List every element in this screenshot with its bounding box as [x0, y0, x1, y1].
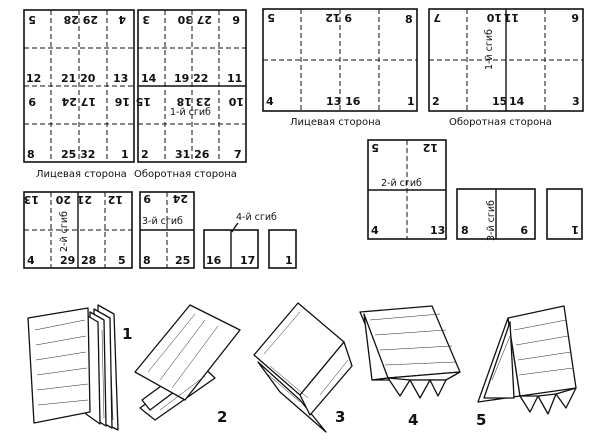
- sheet-b-inv-right: 10: [228, 95, 244, 108]
- left-step-2-b2: 25: [175, 254, 190, 267]
- sheet-d-bot-2: 15: [492, 95, 507, 108]
- figure-2-label: 2: [217, 408, 227, 426]
- left-step-1-b1: 4: [27, 254, 35, 267]
- sheet-c-bot-center: 13 16: [326, 95, 361, 108]
- left-step-2-t2: 24: [172, 192, 188, 205]
- left-step-1-t3: 21: [77, 193, 92, 206]
- left-step-3-n2: 17: [240, 254, 255, 267]
- left-step-2-b1: 8: [143, 254, 151, 267]
- sheet-c-top-right: 8: [405, 13, 413, 26]
- right-step-2-n2: 9: [520, 223, 528, 236]
- caption-right-back: Оборотная сторона: [449, 117, 552, 128]
- right-step-2-n1: 8: [461, 224, 469, 237]
- sheet-c-bot-left: 4: [266, 95, 274, 108]
- sheet-a-top-center: 29 28: [64, 13, 98, 26]
- sheet-d-back: 7 10 11 6 1-й сгиб 2 15 14 3: [428, 8, 584, 112]
- sheet-d-fold-label: 1-й сгиб: [484, 29, 495, 70]
- caption-left-front: Лицевая сторона: [36, 169, 127, 180]
- left-step-2: 9 24 3-й сгиб 8 25: [139, 191, 195, 269]
- left-step-1-b2: 29: [60, 254, 75, 267]
- sheet-b-mid-center: 19 22: [174, 72, 208, 85]
- sheet-b-inv-left: 15: [136, 95, 151, 108]
- sheet-c-front: 5 9 12 8 4 13 16 1: [262, 8, 418, 112]
- caption-left-back: Оборотная сторона: [134, 169, 237, 180]
- sheet-b-inv-center: 23 18: [177, 95, 211, 108]
- sheet-a-bot-center: 25 32: [61, 148, 95, 161]
- right-step-2-fold: 3-й сгиб: [486, 200, 497, 241]
- left-step-1-t4: 12: [108, 193, 123, 206]
- right-step-1: 5 12 2-й сгиб 4 13: [367, 139, 447, 240]
- sheet-d-top-4: 6: [571, 11, 579, 24]
- sheet-c-top-center: 9 12: [325, 11, 352, 24]
- sheet-b-back: 3 27 30 6 14 19 22 11 15 23 18 10 1-й сг…: [136, 9, 247, 163]
- sheet-c-bot-right: 1: [407, 95, 415, 108]
- sheet-b-top-right: 6: [232, 13, 240, 26]
- figure-5-label: 5: [476, 411, 486, 429]
- booklet-figure-1: 1: [27, 304, 132, 431]
- sheet-b-fold-label: 1-й сгиб: [170, 107, 211, 118]
- left-step-3-fold: 4-й сгиб: [236, 212, 277, 223]
- left-step-1: 13 20 21 12 2-й сгиб 4 29 28 5: [23, 191, 133, 269]
- sheet-a-inv-center: 17 24: [61, 95, 96, 108]
- right-step-3: 1: [546, 188, 583, 240]
- left-step-1-fold: 2-й сгиб: [59, 211, 70, 252]
- sheet-d-top-1: 7: [433, 11, 441, 24]
- sheet-d-top-2: 10: [486, 11, 502, 24]
- sheet-a-inv-left: 9: [28, 95, 36, 108]
- left-step-1-b4: 5: [118, 254, 126, 267]
- booklet-figure-4: 4: [359, 305, 461, 429]
- left-step-1-t1: 13: [24, 193, 39, 206]
- sheet-d-bot-1: 2: [432, 95, 440, 108]
- sheet-a-top-right: 4: [118, 13, 126, 26]
- sheet-b-bot-left: 2: [141, 148, 149, 161]
- right-step-3-n: 1: [571, 223, 579, 236]
- left-step-2-fold: 3-й сгиб: [142, 216, 183, 227]
- sheet-a-bot-left: 8: [27, 148, 35, 161]
- booklet-figure-5: 5: [476, 305, 577, 429]
- right-step-1-t2: 12: [423, 141, 438, 154]
- right-step-1-t1: 5: [371, 141, 379, 154]
- sheet-a-mid-right: 13: [113, 72, 128, 85]
- sheet-c-top-left: 5: [267, 11, 275, 24]
- sheet-a-front: 5 29 28 4 12 21 20 13 9 17 24 16 8 25 32…: [23, 9, 135, 163]
- figure-1-label: 1: [122, 325, 132, 343]
- sheet-a-mid-left: 12: [26, 72, 41, 85]
- sheet-a-top-left: 5: [28, 13, 36, 26]
- sheet-a-mid-center: 21 20: [61, 72, 96, 85]
- folding-figure-3: 3: [253, 302, 353, 433]
- left-step-2-t1: 9: [143, 192, 151, 205]
- sheet-b-bot-center: 31 26: [175, 148, 210, 161]
- left-step-4-n: 1: [285, 254, 293, 267]
- figure-3-label: 3: [335, 408, 345, 426]
- left-step-3-n1: 16: [206, 254, 222, 267]
- right-step-1-fold: 2-й сгиб: [381, 178, 422, 189]
- left-step-4: 1: [268, 229, 297, 269]
- right-step-2: 3-й сгиб 8 9: [456, 188, 536, 241]
- sheet-a-bot-right: 1: [121, 148, 129, 161]
- right-step-1-b1: 4: [371, 224, 379, 237]
- left-step-1-b3: 28: [81, 254, 96, 267]
- sheet-a-inv-right: 16: [114, 95, 130, 108]
- sheet-b-top-center: 27 30: [177, 13, 212, 26]
- left-step-3: 4-й сгиб 16 17: [203, 212, 277, 269]
- sheet-b-mid-right: 11: [227, 72, 242, 85]
- sheet-d-bot-3: 14: [509, 95, 525, 108]
- sheet-d-top-3: 11: [504, 11, 519, 24]
- caption-right-front: Лицевая сторона: [290, 117, 381, 128]
- right-step-1-b2: 13: [430, 224, 445, 237]
- folding-figure-2: 2: [134, 304, 241, 426]
- figure-4-label: 4: [408, 411, 418, 429]
- sheet-b-top-left: 3: [142, 13, 150, 26]
- sheet-d-bot-4: 3: [572, 95, 580, 108]
- sheet-b-mid-left: 14: [141, 72, 157, 85]
- sheet-b-bot-right: 7: [234, 148, 242, 161]
- left-step-1-t2: 20: [55, 193, 71, 206]
